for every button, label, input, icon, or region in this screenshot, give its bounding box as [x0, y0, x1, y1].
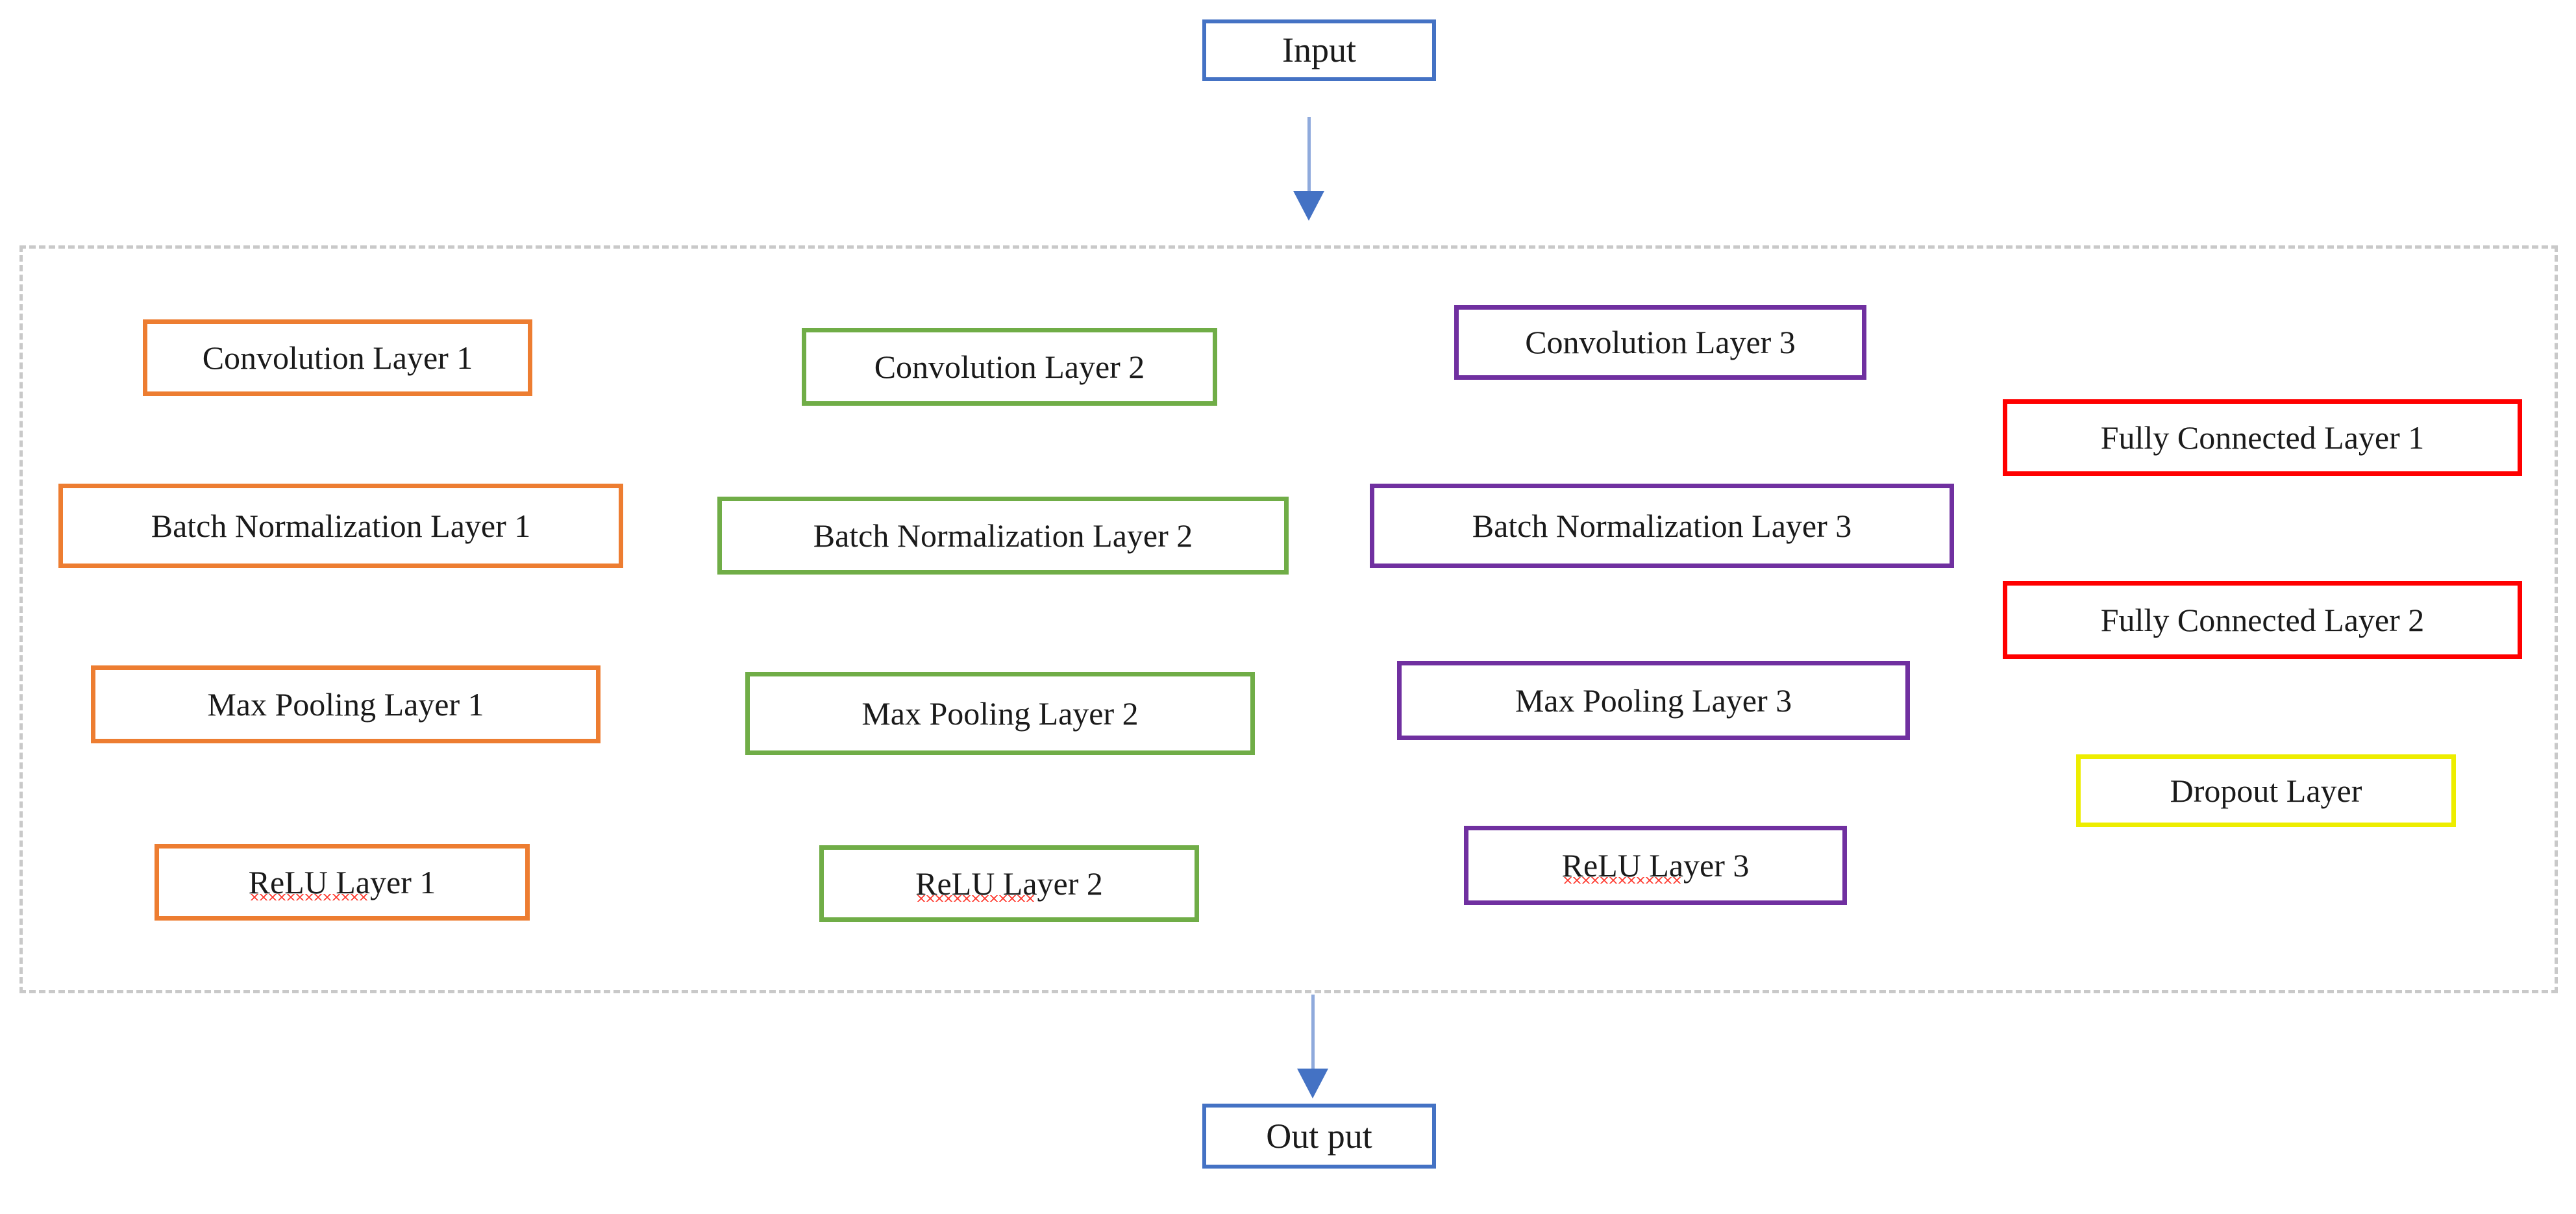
block-label: ReLU Layer 1 — [248, 863, 436, 901]
input-node[interactable]: Input — [1202, 19, 1436, 81]
spellcheck-underline-icon — [249, 894, 368, 901]
block-conv2[interactable]: Convolution Layer 2 — [802, 328, 1217, 406]
block-label: Convolution Layer 2 — [874, 348, 1145, 385]
block-pool1[interactable]: Max Pooling Layer 1 — [91, 665, 601, 743]
block-label: Convolution Layer 3 — [1525, 324, 1796, 361]
block-pool2[interactable]: Max Pooling Layer 2 — [745, 672, 1255, 755]
input-label: Input — [1282, 31, 1356, 70]
block-conv3[interactable]: Convolution Layer 3 — [1454, 305, 1866, 380]
block-relu3[interactable]: ReLU Layer 3 — [1464, 826, 1847, 905]
block-label: Batch Normalization Layer 2 — [813, 517, 1193, 554]
block-label: ReLU Layer 2 — [915, 865, 1103, 902]
block-dropout[interactable]: Dropout Layer — [2076, 754, 2456, 827]
block-label: Dropout Layer — [2170, 772, 2362, 809]
block-label: Batch Normalization Layer 3 — [1472, 507, 1852, 544]
block-relu2[interactable]: ReLU Layer 2 — [819, 845, 1199, 922]
block-bn2[interactable]: Batch Normalization Layer 2 — [717, 497, 1289, 575]
arrow-shaft — [1307, 117, 1311, 193]
block-label: Convolution Layer 1 — [202, 339, 473, 376]
block-label: ReLU Layer 3 — [1561, 847, 1750, 884]
block-fc1[interactable]: Fully Connected Layer 1 — [2003, 399, 2522, 476]
block-label: Fully Connected Layer 1 — [2100, 419, 2425, 456]
block-label: Max Pooling Layer 2 — [861, 695, 1139, 732]
block-label: Max Pooling Layer 1 — [207, 686, 484, 723]
spellcheck-underline-icon — [917, 895, 1035, 902]
arrow-shaft — [1311, 995, 1315, 1071]
arrow-head-icon — [1297, 1069, 1328, 1098]
block-label: Batch Normalization Layer 1 — [151, 507, 531, 544]
block-pool3[interactable]: Max Pooling Layer 3 — [1397, 661, 1910, 740]
block-relu1[interactable]: ReLU Layer 1 — [155, 844, 530, 921]
feature-extraction-group — [19, 245, 2558, 993]
spellcheck-underline-icon — [1563, 877, 1681, 884]
output-label: Out put — [1266, 1116, 1372, 1156]
output-node[interactable]: Out put — [1202, 1104, 1436, 1169]
arrow-input-to-group — [1288, 117, 1330, 221]
block-label: Fully Connected Layer 2 — [2100, 601, 2425, 638]
block-bn1[interactable]: Batch Normalization Layer 1 — [58, 484, 623, 568]
block-label: Max Pooling Layer 3 — [1515, 682, 1792, 719]
arrow-head-icon — [1293, 191, 1324, 221]
block-conv1[interactable]: Convolution Layer 1 — [143, 319, 532, 396]
block-fc2[interactable]: Fully Connected Layer 2 — [2003, 581, 2522, 659]
block-bn3[interactable]: Batch Normalization Layer 3 — [1370, 484, 1954, 568]
arrow-group-to-output — [1292, 995, 1333, 1098]
